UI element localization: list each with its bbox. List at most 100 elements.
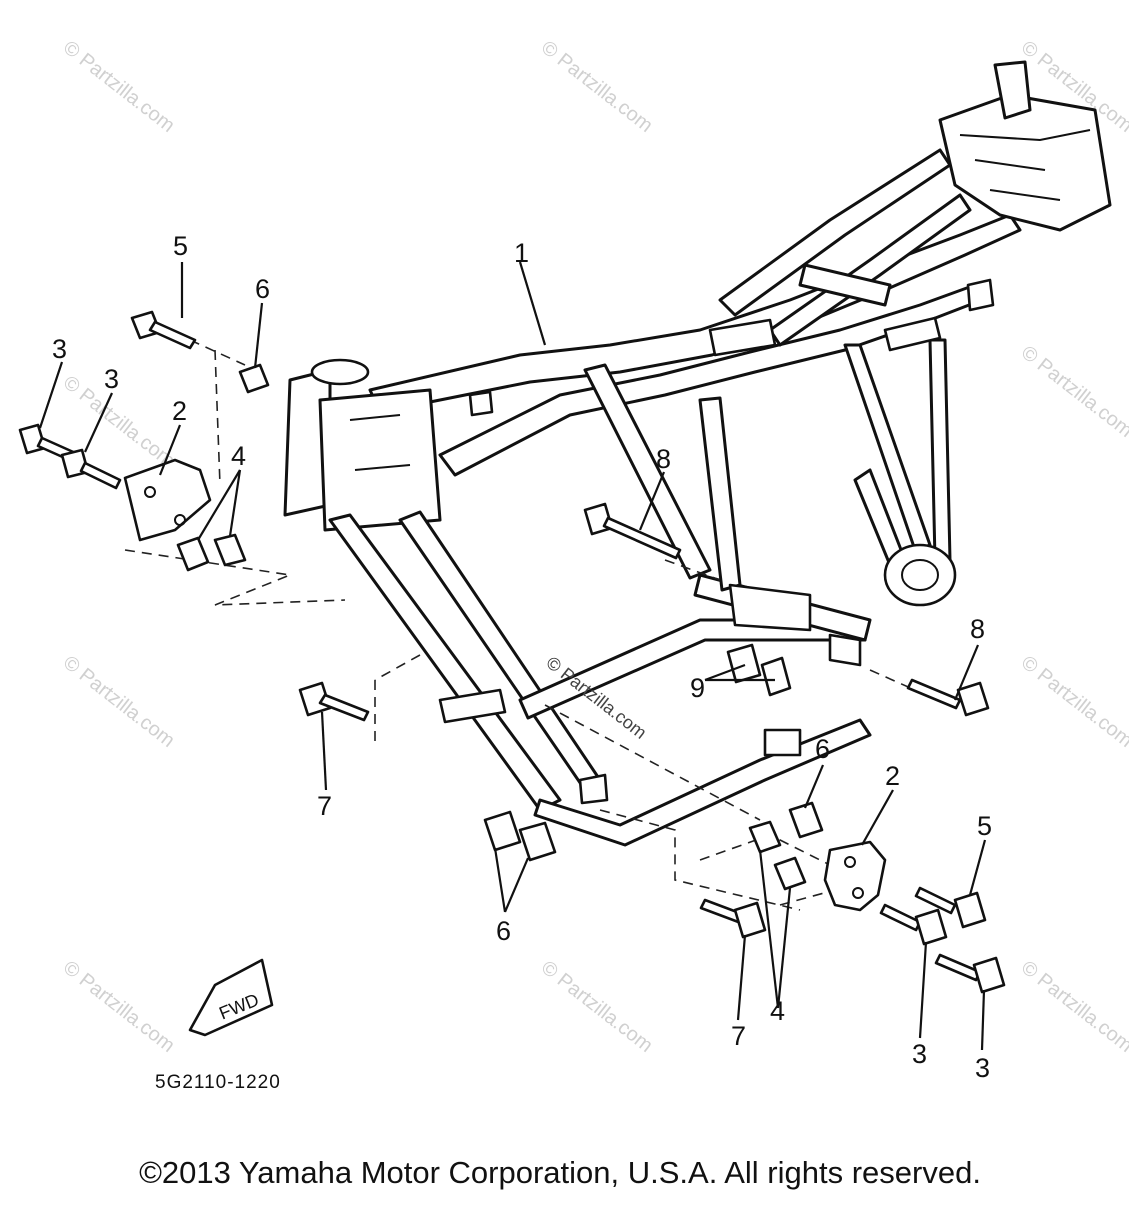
engine-bracket-2 <box>123 458 212 542</box>
bracket-hole <box>852 887 864 899</box>
frame-mount-plate <box>728 583 812 632</box>
collar-9 <box>726 643 762 684</box>
nut-6 <box>518 821 557 862</box>
nut-6 <box>238 363 270 394</box>
callout-4: 4 <box>231 441 246 471</box>
leader-line <box>803 764 825 809</box>
nut-4 <box>213 533 247 567</box>
callout-9: 9 <box>690 673 705 703</box>
callout-labels: 1 5 6 3 3 2 4 8 8 9 7 6 2 5 6 4 7 3 3 <box>52 231 992 1083</box>
dash-line <box>544 704 761 821</box>
nut-6 <box>788 801 824 839</box>
frame-rear-tab-3 <box>966 278 995 312</box>
bracket-hole <box>144 486 156 498</box>
leader-line <box>83 392 114 453</box>
watermark: © Partzilla.com <box>537 957 657 1057</box>
dash-line <box>214 349 221 486</box>
bolt-5-shank <box>914 886 957 915</box>
callout-3: 3 <box>975 1053 990 1083</box>
leader-line <box>228 469 242 537</box>
bolt-8-shank <box>602 516 682 560</box>
leader-line <box>158 424 182 476</box>
bolt-5-shank <box>148 320 197 350</box>
watermark: © Partzilla.com <box>537 37 657 137</box>
leader-line <box>953 644 980 701</box>
frame-rear-bracket-detail <box>959 129 1091 201</box>
frame-rear-tab-2 <box>883 316 942 352</box>
frame-center-diagonal <box>583 363 712 580</box>
callout-3: 3 <box>52 334 67 364</box>
callout-6: 6 <box>815 734 830 764</box>
frame-pivot-hole <box>901 559 939 591</box>
frame-mount-tab <box>828 633 862 667</box>
collar-9 <box>760 656 792 697</box>
watermark: © Partzilla.com <box>1017 652 1129 752</box>
nut-4 <box>773 856 807 891</box>
bolt-3-shank <box>79 461 122 490</box>
callout-5: 5 <box>173 231 188 261</box>
leader-line <box>253 302 264 369</box>
leader-line <box>503 857 530 913</box>
leader-line <box>518 261 547 346</box>
bolt-5-head <box>953 891 987 929</box>
dash-line <box>599 809 801 911</box>
frame-head-cap <box>310 358 370 386</box>
bolt-7-shank <box>318 693 370 722</box>
frame-pivot-boss <box>883 543 957 607</box>
callout-4: 4 <box>770 996 785 1026</box>
forward-arrow: FWD <box>188 958 274 1037</box>
leader-line <box>736 934 747 1021</box>
callout-6: 6 <box>496 916 511 946</box>
main-frame <box>283 60 1112 847</box>
leader-line <box>758 849 780 1009</box>
leader-line <box>776 887 792 1009</box>
callout-7: 7 <box>731 1021 746 1051</box>
frame-side-bracket <box>438 688 507 724</box>
callout-1: 1 <box>514 238 529 268</box>
watermark: © Partzilla.com <box>59 37 179 137</box>
bolt-3-shank <box>879 903 922 932</box>
leader-line <box>861 789 894 846</box>
nut-4 <box>748 820 782 854</box>
frame-rear-upright <box>928 338 952 562</box>
bracket-hole <box>174 514 186 526</box>
bolt-7-head <box>733 901 767 939</box>
bracket-hole <box>844 856 856 868</box>
copyright-notice: ©2013 Yamaha Motor Corporation, U.S.A. A… <box>139 1155 981 1190</box>
nut-6 <box>483 810 522 852</box>
bolt-3-shank <box>934 953 982 982</box>
dash-line <box>124 549 346 606</box>
dash-line <box>374 654 421 681</box>
leader-line <box>38 361 64 429</box>
frame-rear-tab <box>993 60 1032 120</box>
frame-tail-tube-lower <box>768 193 972 347</box>
frame-cross-member <box>798 263 892 307</box>
watermark: © Partzilla.com <box>1017 342 1129 442</box>
callout-2: 2 <box>172 396 187 426</box>
engine-bracket-2 <box>823 840 887 912</box>
bolt-3-head <box>914 908 948 946</box>
frame-gusset-detail <box>349 414 411 471</box>
leader-line <box>968 839 987 896</box>
nut-4 <box>176 536 210 572</box>
callout-3: 3 <box>912 1039 927 1069</box>
frame-lower-tab <box>763 728 802 757</box>
callout-8: 8 <box>656 444 671 474</box>
frame-top-tab <box>468 390 494 417</box>
leader-line <box>638 471 666 531</box>
bolt-8-head <box>956 681 990 717</box>
leader-line <box>493 847 507 913</box>
callout-7: 7 <box>317 791 332 821</box>
watermark: © Partzilla.com <box>1017 957 1129 1057</box>
leader-line <box>980 989 986 1051</box>
leader-lines <box>38 261 987 1051</box>
callout-6: 6 <box>255 274 270 304</box>
callout-8: 8 <box>970 614 985 644</box>
dash-line <box>189 339 246 366</box>
frame-cradle-tab <box>578 773 609 805</box>
frame-tail-tube-upper <box>718 148 952 317</box>
callout-2: 2 <box>885 761 900 791</box>
watermark: © Partzilla.com <box>59 957 179 1057</box>
